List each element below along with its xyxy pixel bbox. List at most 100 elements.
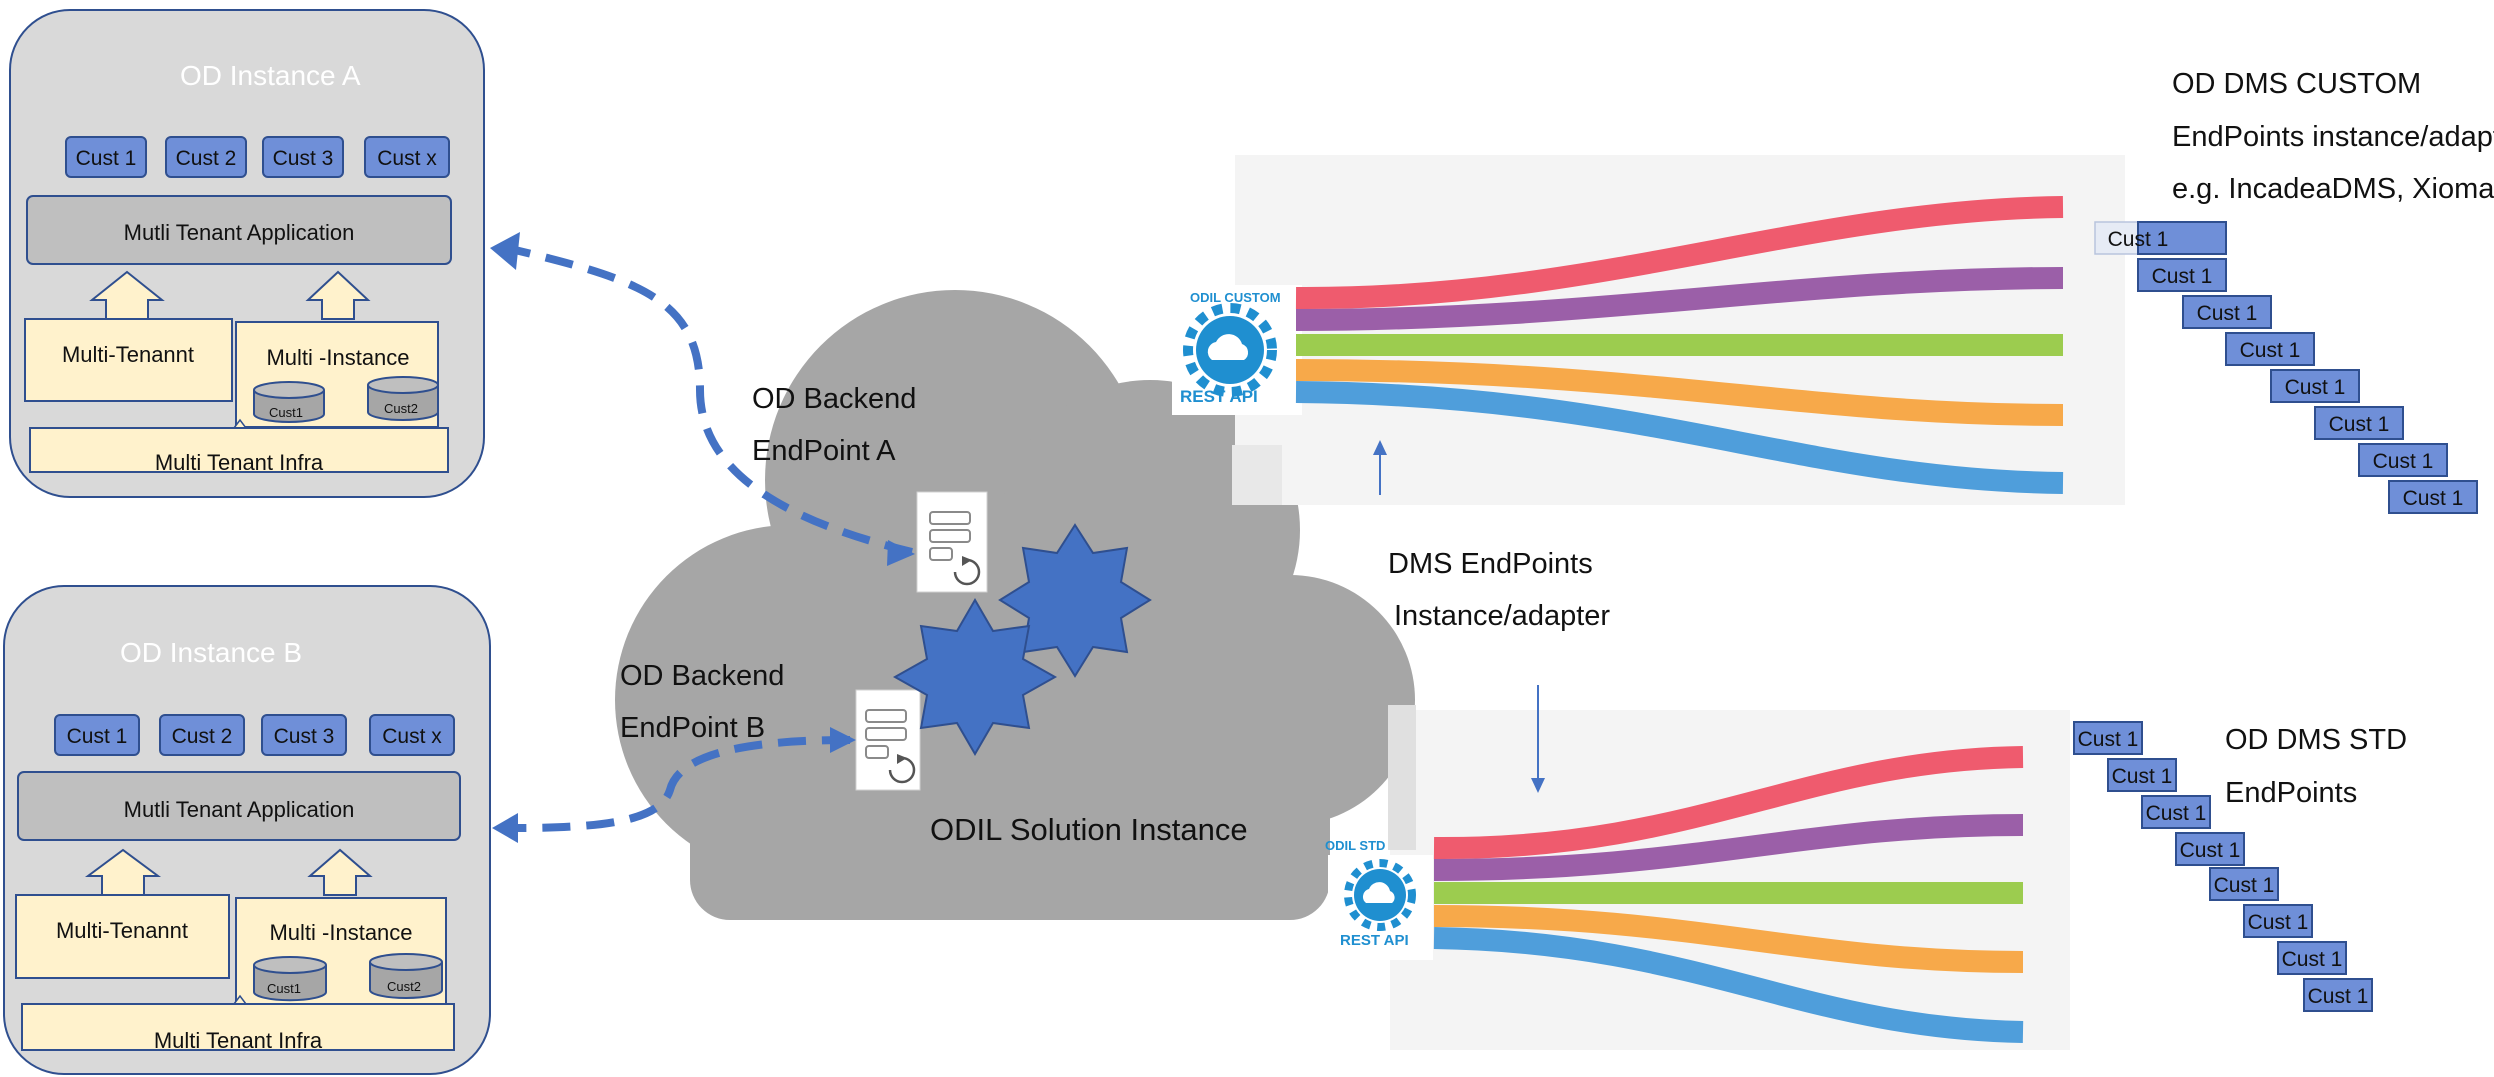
dashed-connector-b bbox=[492, 727, 856, 843]
cust-label: Cust x bbox=[377, 147, 437, 170]
cust-label: Cust 2 bbox=[176, 147, 237, 170]
odil-star-icon bbox=[892, 598, 1058, 756]
cust-box bbox=[2137, 221, 2227, 255]
cust-label: Cust 1 bbox=[2403, 487, 2464, 510]
cust-box bbox=[2182, 295, 2272, 329]
odil-custom-caption: ODIL CUSTOM bbox=[1190, 290, 1281, 305]
multi-tenant-infra-bar bbox=[29, 427, 449, 473]
arrow-up-to-custom bbox=[1373, 440, 1387, 495]
multi-instance-label: Multi -Instance bbox=[269, 920, 412, 945]
db-label: Cust1 bbox=[267, 981, 301, 996]
multi-instance-label: Multi -Instance bbox=[266, 345, 409, 370]
server-endpoint-b-icon bbox=[855, 689, 921, 791]
app-label: Mutli Tenant Application bbox=[124, 220, 355, 245]
backend-a-line2: EndPoint A bbox=[752, 435, 896, 467]
multi-tenant-label: Multi-Tenannt bbox=[56, 918, 188, 943]
cust-box bbox=[2175, 832, 2245, 866]
stream-orange bbox=[1295, 359, 2064, 426]
rest-api-gear-icon bbox=[1183, 303, 1277, 397]
instance-a-cust-row: Cust 1 Cust 2 Cust 3 Cust x bbox=[65, 136, 450, 178]
backend-b-line1: OD Backend bbox=[620, 660, 784, 692]
cust-label: Cust 1 bbox=[2197, 302, 2258, 325]
cust-label: Cust 1 bbox=[67, 725, 128, 748]
cust-box bbox=[159, 714, 245, 756]
cust-box bbox=[2388, 480, 2478, 514]
cust-label: Cust 3 bbox=[274, 725, 335, 748]
cust-box bbox=[2107, 758, 2177, 792]
std-cust-staircase: Cust 1 Cust 1 Cust 1 Cust 1 Cust 1 Cust … bbox=[2073, 721, 2373, 1012]
stream-red bbox=[1295, 196, 2064, 310]
cust-label: Cust 1 bbox=[2180, 839, 2241, 862]
cust-box bbox=[2073, 721, 2143, 755]
odil-custom-api-label: REST API bbox=[1180, 387, 1258, 406]
cust-label: Cust 1 bbox=[2214, 874, 2275, 897]
stream-orange bbox=[1433, 905, 2024, 973]
up-arrow-icon bbox=[89, 270, 165, 320]
cust-label: Cust 1 bbox=[2329, 413, 2390, 436]
multi-tenant-infra-bar bbox=[21, 1003, 455, 1051]
std-title-line2: EndPoints bbox=[2225, 777, 2357, 809]
cust-box bbox=[262, 136, 344, 178]
std-title-line1: OD DMS STD bbox=[2225, 724, 2407, 756]
dms-endpoints-line1: DMS EndPoints bbox=[1388, 548, 1593, 580]
backend-a-line1: OD Backend bbox=[752, 383, 916, 415]
infra-label: Multi Tenant Infra bbox=[154, 1028, 323, 1053]
cust-box bbox=[165, 136, 247, 178]
dashed-connector-a bbox=[490, 232, 915, 566]
multi-tenant-application-bar bbox=[26, 195, 452, 265]
stream-purple bbox=[1433, 814, 2024, 881]
instance-a-title: OD Instance A bbox=[180, 60, 361, 91]
od-instance-b-panel: OD Instance B Cust 1 Cust 2 Cust 3 Cust … bbox=[3, 585, 491, 1075]
multi-tenant-box bbox=[24, 318, 233, 402]
db-label: Cust1 bbox=[269, 405, 303, 420]
arrow-down-to-std bbox=[1531, 685, 1545, 793]
cust-label: Cust 1 bbox=[2108, 228, 2169, 251]
up-arrow-icon bbox=[305, 270, 371, 320]
app-label: Mutli Tenant Application bbox=[124, 797, 355, 822]
up-arrow-icon bbox=[84, 848, 162, 896]
cust-label: Cust 1 bbox=[76, 147, 137, 170]
database-icon: Cust2 bbox=[369, 953, 443, 999]
odil-star-icon bbox=[998, 523, 1152, 678]
rest-api-gear-icon bbox=[1344, 859, 1416, 931]
backend-b-line2: EndPoint B bbox=[620, 712, 765, 744]
cust-box bbox=[369, 714, 455, 756]
cust-label: Cust 1 bbox=[2373, 450, 2434, 473]
cust-label: Cust 2 bbox=[172, 725, 233, 748]
cust-box bbox=[364, 136, 450, 178]
server-endpoint-a-icon bbox=[916, 491, 988, 593]
cust-box bbox=[2358, 443, 2448, 477]
cust-label: Cust 1 bbox=[2285, 376, 2346, 399]
instance-b-title: OD Instance B bbox=[120, 637, 302, 668]
database-icon: Cust1 bbox=[253, 956, 327, 1002]
cust-label: Cust 1 bbox=[2112, 765, 2173, 788]
cust-label: Cust 1 bbox=[2248, 911, 2309, 934]
stream-blue bbox=[1433, 927, 2024, 1043]
cust-label: Cust 3 bbox=[273, 147, 334, 170]
cloud-label: ODIL Solution Instance bbox=[930, 812, 1248, 847]
cust-box bbox=[2303, 978, 2373, 1012]
cust-label: Cust 1 bbox=[2308, 985, 2369, 1008]
odil-std-api-label: REST API bbox=[1340, 932, 1409, 949]
custom-title-line3: e.g. IncadeaDMS, Xioma, etc bbox=[2172, 173, 2494, 205]
custom-cust-staircase: Cust 1 Cust 1 Cust 1 Cust 1 Cust 1 Cust … bbox=[2094, 221, 2478, 514]
odil-std-caption: ODIL STD bbox=[1325, 838, 1385, 853]
cust-label: Cust 1 bbox=[2078, 728, 2139, 751]
cust-box bbox=[2209, 867, 2279, 901]
database-icon: Cust2 bbox=[367, 376, 439, 421]
multi-tenant-label: Multi-Tenannt bbox=[62, 342, 194, 367]
cust-box bbox=[54, 714, 140, 756]
cust-label: Cust 1 bbox=[2152, 265, 2213, 288]
cust-box bbox=[2314, 406, 2404, 440]
custom-title-line2: EndPoints instance/adapter , bbox=[2172, 121, 2494, 153]
custom-title-line1: OD DMS CUSTOM bbox=[2172, 68, 2421, 100]
db-label: Cust2 bbox=[384, 401, 418, 416]
cust-label: Cust 1 bbox=[2282, 948, 2343, 971]
database-icon: Cust1 bbox=[253, 381, 325, 423]
infra-label: Multi Tenant Infra bbox=[155, 450, 324, 475]
odil-std-stream-panel: ODIL STD REST API bbox=[1325, 705, 2070, 1050]
db-label: Cust2 bbox=[387, 979, 421, 994]
cust-box bbox=[2277, 941, 2347, 975]
od-instance-a-panel: OD Instance A Cust 1 Cust 2 Cust 3 Cust … bbox=[9, 9, 485, 498]
cust-label: Cust x bbox=[382, 725, 442, 748]
